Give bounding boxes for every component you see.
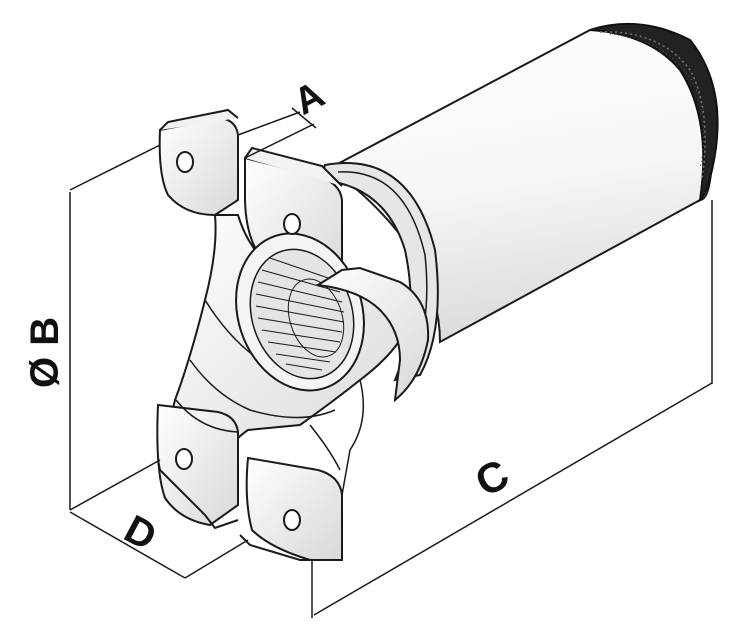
knurled-end-cap — [589, 22, 719, 203]
bolt-hole-upper-right — [283, 213, 301, 235]
dim-label-b: Ø B — [23, 317, 67, 388]
dim-label-a: A — [287, 74, 331, 124]
bolt-hole-lower-right — [283, 509, 301, 531]
dim-label-c: C — [468, 450, 517, 506]
bolt-hole-upper-left — [176, 151, 194, 173]
bolt-holes — [175, 151, 301, 531]
dimension-lines — [69, 107, 713, 618]
yoke-front-arm — [315, 266, 430, 403]
dim-label-d: D — [117, 507, 163, 559]
bolt-hole-lower-left — [175, 448, 193, 470]
